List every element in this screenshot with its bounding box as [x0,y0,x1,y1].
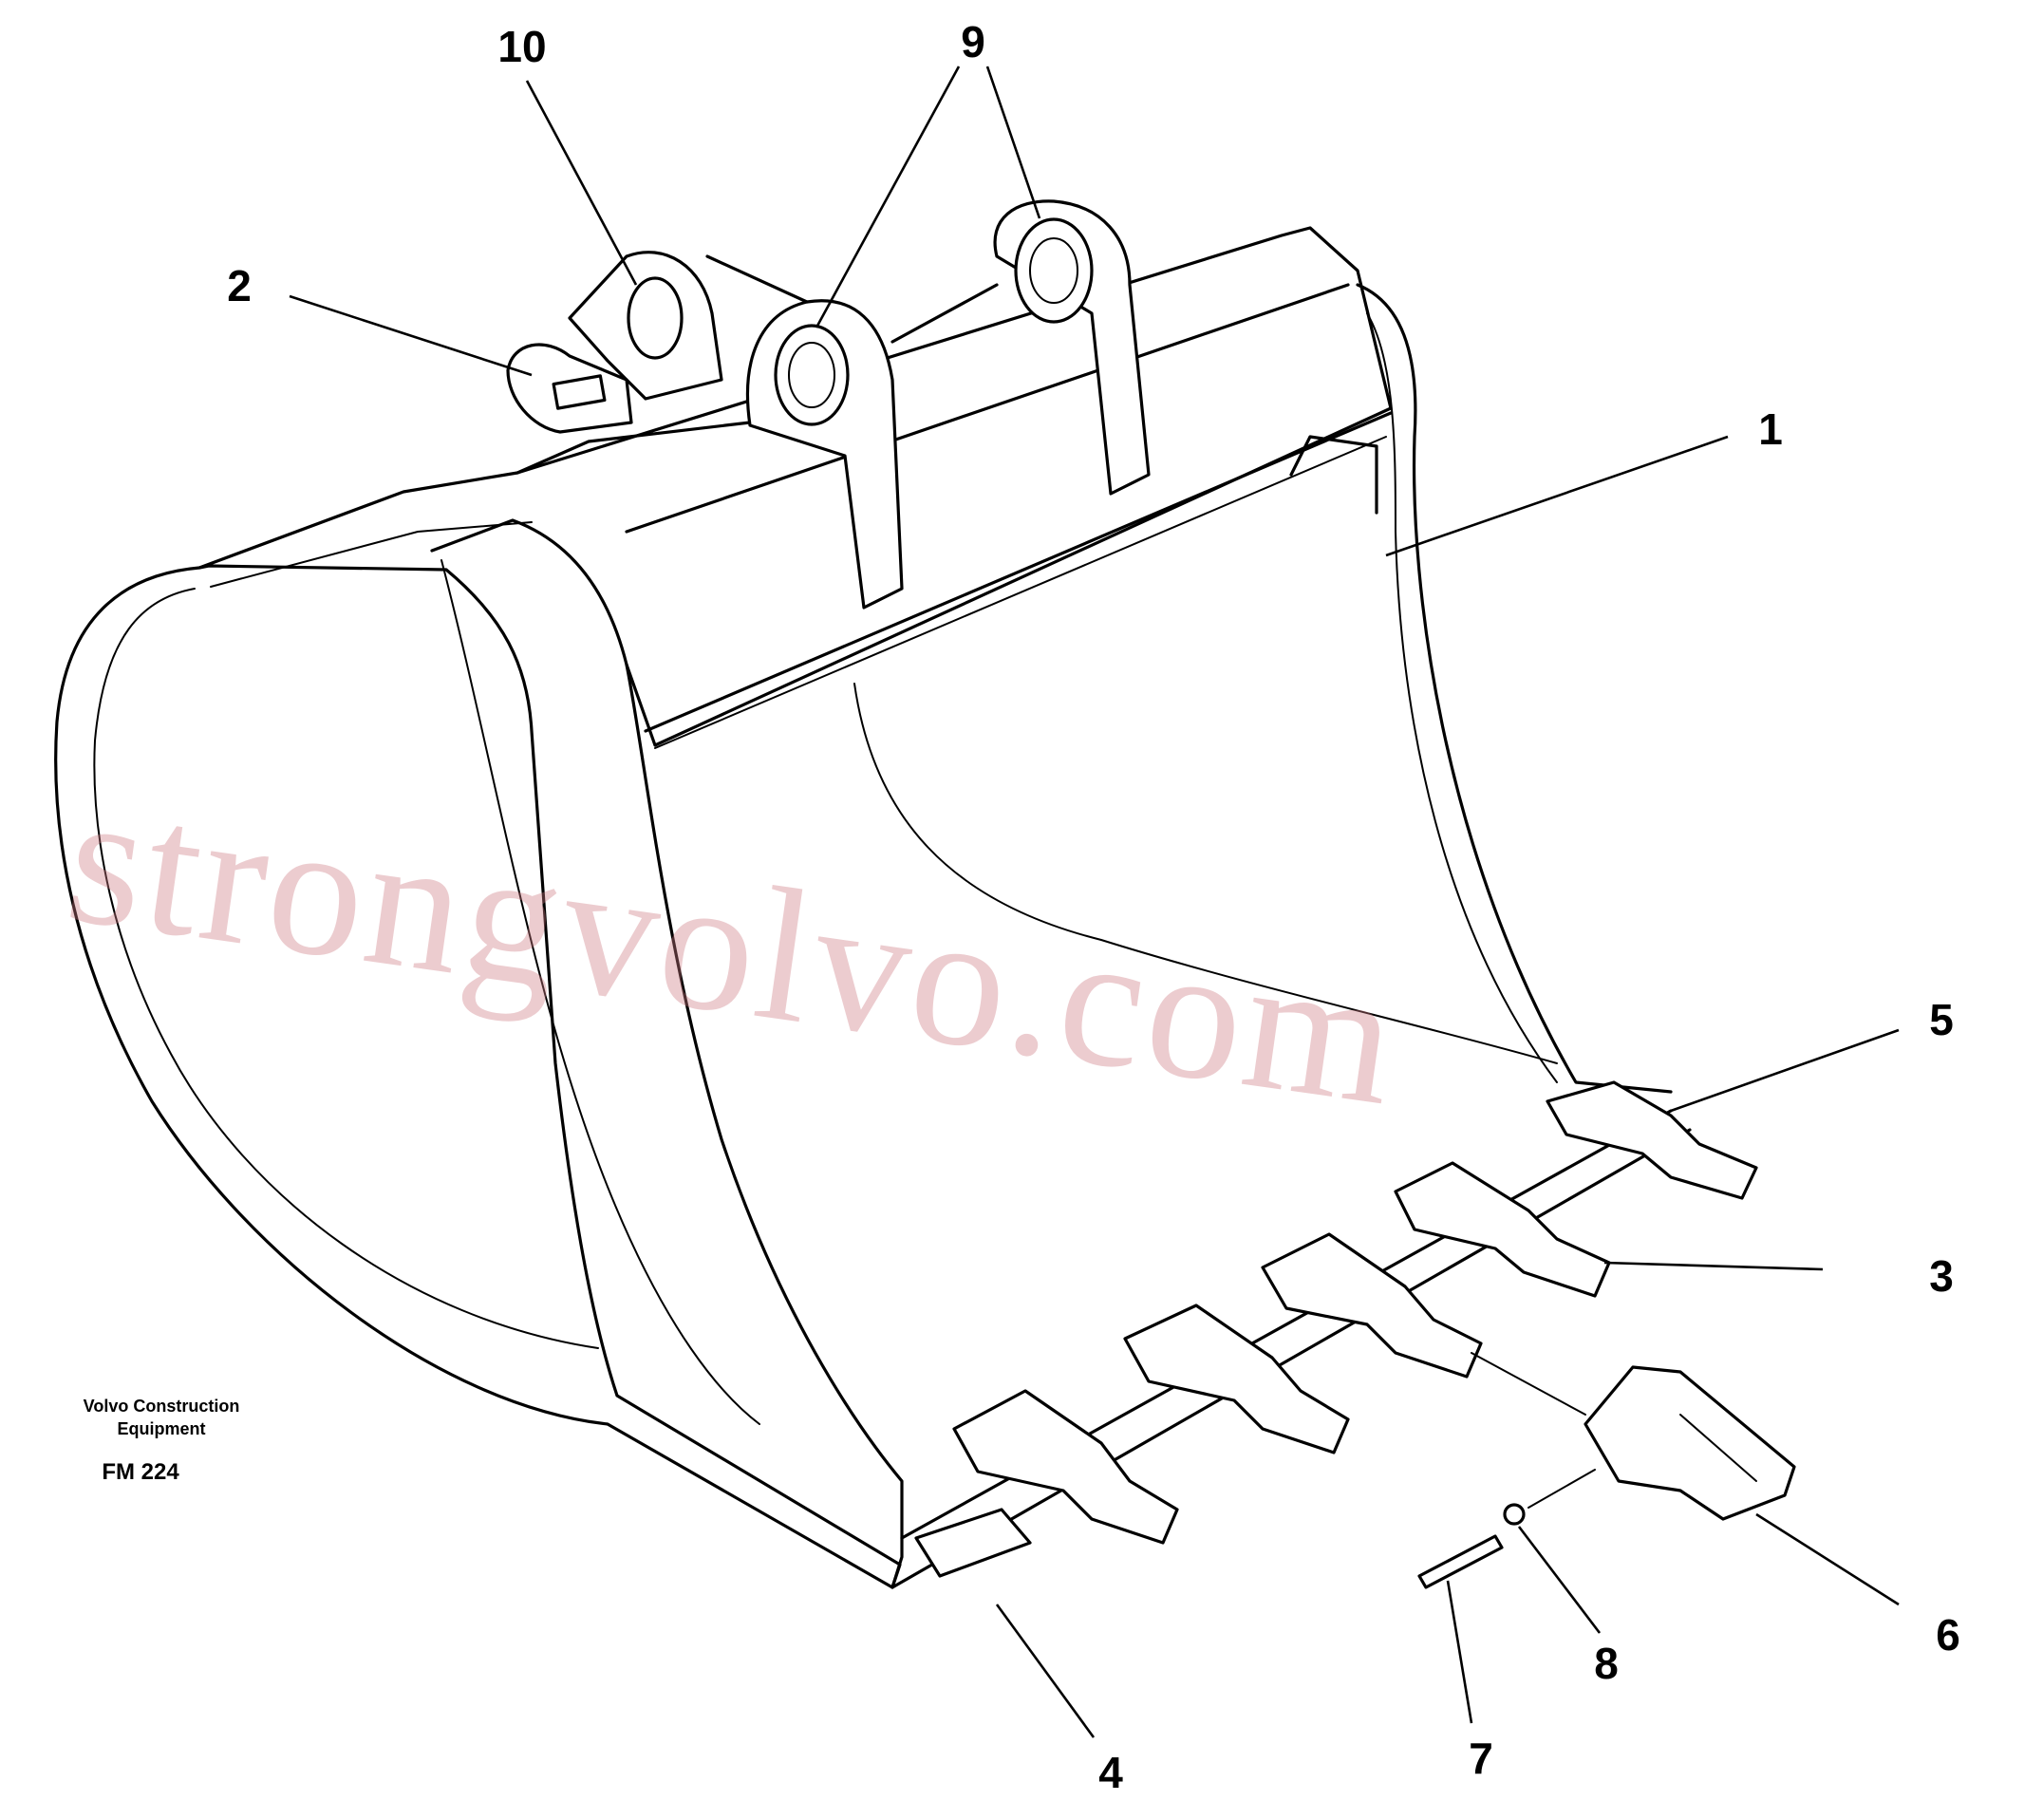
leader-9b [985,66,1041,219]
top-beam [515,226,1393,747]
callout-5: 5 [1929,995,1954,1044]
boss-hole-left [774,324,850,426]
bucket-left-side-plate [54,564,902,1589]
callout-2: 2 [227,261,252,310]
leader-3 [1603,1261,1824,1271]
callout-7: 7 [1469,1734,1493,1783]
caption-line-1: Volvo Construction [84,1397,240,1416]
callout-9: 9 [961,17,985,66]
tooth-6 [1546,1080,1758,1200]
tooth-4 [1261,1232,1483,1379]
tooth-adapter-6 [1584,1365,1796,1521]
side-plate-inner-curve [93,588,599,1349]
leader-10 [525,80,638,286]
leader-9a [815,66,961,328]
pin-bosses [506,199,1151,610]
callout-1: 1 [1758,404,1783,454]
caption-line-2: Equipment [118,1419,206,1438]
leader-6 [1755,1512,1900,1606]
tooth-2 [952,1389,1179,1545]
callout-6: 6 [1936,1610,1960,1660]
callout-4: 4 [1098,1748,1123,1797]
caption-block: Volvo Construction Equipment FM 224 [84,1397,240,1485]
tooth-5 [1394,1161,1611,1298]
callout-3: 3 [1929,1251,1954,1301]
front-side-plate [430,518,904,1589]
bucket-floor-curve [853,683,1558,1064]
lock-washer-8 [1503,1503,1526,1526]
leader-4 [995,1604,1096,1738]
leader-lines [289,66,1900,1738]
callout-10: 10 [497,22,546,71]
leader-5 [1670,1028,1900,1113]
side-plate-top [197,421,752,570]
teeth [914,1080,1758,1578]
retaining-pin-7 [1417,1534,1504,1589]
figure-code: FM 224 [102,1459,179,1485]
bucket-body [54,226,1692,1589]
leader-8 [1517,1526,1602,1634]
leader-7 [1446,1580,1473,1724]
callout-8: 8 [1594,1639,1619,1688]
leader-1 [1385,435,1729,557]
callout-labels: 1 2 3 4 5 6 7 8 9 10 [227,17,1960,1797]
bucket-right-side-plate [1356,283,1673,1094]
exploded-parts [1417,1352,1796,1589]
tooth-3 [1123,1304,1350,1454]
watermark: strongvolvo.com [56,752,1411,1146]
leader-2 [289,294,533,377]
boss-hole-right [1014,217,1094,324]
